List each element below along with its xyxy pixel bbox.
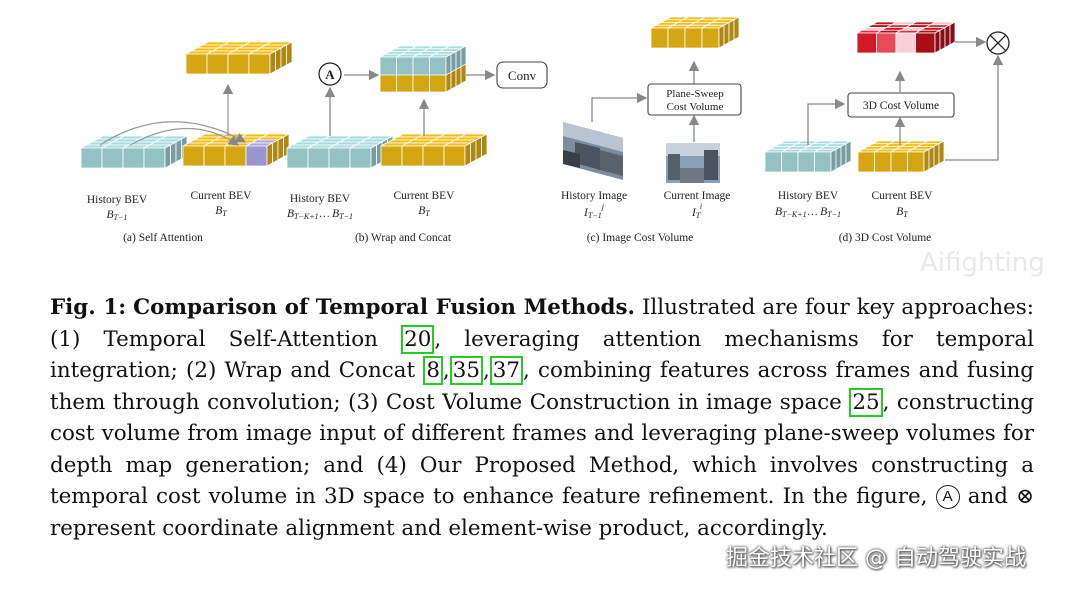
figure-caption: Fig. 1: Comparison of Temporal Fusion Me… <box>50 295 1034 541</box>
panel-c-caption: (c) Image Cost Volume <box>587 232 694 244</box>
d-current-symbol: BT <box>896 206 908 219</box>
b-history-bev-grid <box>286 135 394 169</box>
plane-sweep-line1: Plane-Sweep <box>666 88 724 100</box>
b-history-symbol: BT−K+1…BT−1 <box>287 208 353 221</box>
fig-label: Fig. 1: <box>50 295 127 320</box>
d-cost-volume-grid <box>856 21 956 54</box>
d-history-symbol: BT−K+1…BT−1 <box>775 206 841 219</box>
citation-37[interactable]: 37 <box>489 356 523 385</box>
alignment-a-text: A <box>325 67 335 82</box>
c-history-label: History Image <box>561 190 627 202</box>
panel-b-caption: (b) Wrap and Concat <box>355 232 452 244</box>
citation-35[interactable]: 35 <box>449 356 483 385</box>
otimes-inline-icon: ⊗ <box>1016 484 1034 509</box>
watermark: 掘金技术社区 @ 自动驾驶实战 <box>726 546 1026 571</box>
alignment-a-symbol <box>318 62 342 86</box>
a-current-label: Current BEV <box>190 190 252 202</box>
a-history-label: History BEV <box>87 194 148 206</box>
c-current-label: Current Image <box>664 190 731 202</box>
panel-c-arrows <box>591 60 700 142</box>
current-image <box>666 143 720 183</box>
panel-d-caption: (d) 3D Cost Volume <box>839 232 932 244</box>
citation-8[interactable]: 8 <box>423 356 443 385</box>
panel-d-arrows <box>807 36 1004 161</box>
b-current-symbol: BT <box>418 205 430 218</box>
d-history-label: History BEV <box>778 190 839 202</box>
conv-box <box>496 61 548 89</box>
watermark-faint: Aifighting <box>920 248 1045 278</box>
plane-sweep-box <box>647 83 742 116</box>
b-current-bev-grid <box>380 133 488 167</box>
a-history-symbol: BT−1 <box>107 209 128 222</box>
b-concat-teal-grid <box>379 45 467 76</box>
d-history-bev-grid <box>764 140 852 173</box>
history-image <box>563 122 623 180</box>
b-current-label: Current BEV <box>393 190 455 202</box>
a-history-bev-grid <box>80 135 188 169</box>
c-output-grid <box>650 16 740 49</box>
element-wise-product-icon <box>986 31 1010 55</box>
c-current-symbol: ITi <box>691 202 702 220</box>
a-current-bev-grid <box>182 133 290 167</box>
a-current-symbol: BT <box>215 205 227 218</box>
a-output-bev-grid <box>185 41 293 75</box>
3d-cost-volume-box <box>847 92 955 118</box>
c-history-symbol: IT−1j <box>583 202 605 220</box>
citation-25[interactable]: 25 <box>849 387 883 417</box>
panel-a-caption: (a) Self Attention <box>123 232 203 244</box>
b-history-label: History BEV <box>290 193 351 205</box>
d-current-bev-grid <box>857 140 945 173</box>
alignment-a-inline-icon: A <box>935 485 960 509</box>
citation-20[interactable]: 20 <box>401 324 435 354</box>
panel-b-arrows <box>324 69 496 136</box>
panel-a-arrows <box>99 83 247 146</box>
conv-label: Conv <box>508 68 537 83</box>
3d-cost-volume-label: 3D Cost Volume <box>863 100 939 112</box>
plane-sweep-line2: Cost Volume <box>667 101 724 113</box>
d-current-label: Current BEV <box>871 190 933 202</box>
comparison-figure: A Conv Plane-Sweep Cost Volume 3D Cost V… <box>80 16 1010 244</box>
fig-title: Comparison of Temporal Fusion Methods. <box>133 295 635 320</box>
